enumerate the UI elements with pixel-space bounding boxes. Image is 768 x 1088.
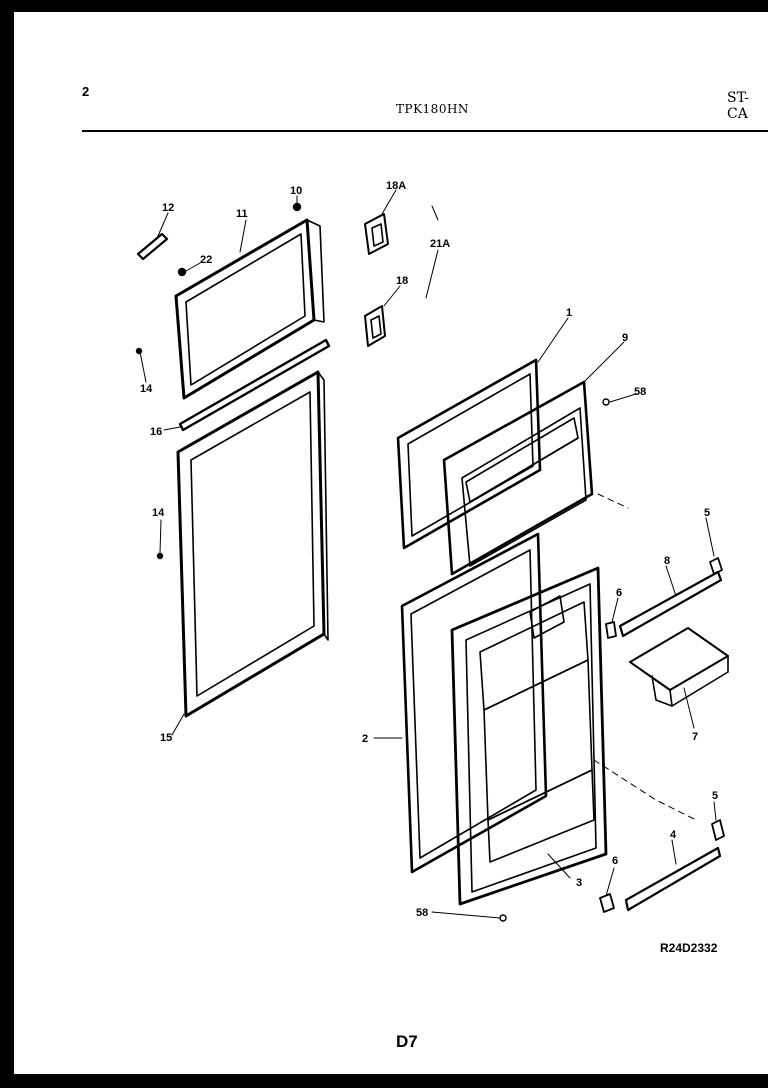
callout-18a: 18A: [386, 180, 406, 192]
callout-3: 3: [576, 877, 582, 889]
callout-5-lower: 5: [712, 790, 718, 802]
callout-11: 11: [236, 208, 248, 220]
diagram-sheet: 2 TPK180HN ST-CA: [14, 12, 768, 1074]
callout-4: 4: [670, 829, 677, 841]
fresh-food-door-panel: [400, 532, 548, 874]
callout-18: 18: [396, 275, 408, 287]
footer-code: D7: [396, 1032, 418, 1051]
shelf-rail-upper: [618, 570, 723, 638]
shelf-clips: [599, 557, 725, 913]
callout-7: 7: [692, 731, 698, 743]
callout-21a: 21A: [430, 238, 450, 250]
separator-strip: [178, 338, 331, 432]
callout-1: 1: [566, 307, 572, 319]
header-rule: [82, 130, 768, 132]
trim-piece: [136, 232, 169, 261]
fresh-food-door-liner: [450, 566, 608, 906]
freezer-door-panel: [396, 358, 542, 550]
page-number: 2: [82, 84, 90, 99]
callout-16: 16: [150, 426, 162, 438]
callout-6-upper: 6: [616, 587, 622, 599]
screw-icons: [135, 202, 610, 922]
callout-15: 15: [160, 732, 172, 744]
callout-labels: 12 11 10 22 14 16 14 15 18A 21A 18 1 9 5…: [140, 180, 718, 919]
dairy-compartment: [629, 627, 729, 707]
callout-9: 9: [622, 332, 628, 344]
fresh-food-door-gasket: [176, 370, 329, 718]
callout-8: 8: [664, 555, 670, 567]
exploded-parts-drawing: 12 11 10 22 14 16 14 15 18A 21A 18 1 9 5…: [135, 180, 729, 922]
shelf-rail-lower: [624, 846, 722, 912]
callout-2: 2: [362, 733, 368, 745]
freezer-door-liner: [442, 380, 594, 576]
callout-14-upper: 14: [140, 383, 153, 395]
callout-5-upper: 5: [704, 507, 710, 519]
callout-leaders: [139, 189, 717, 919]
drawing-reference: R24D2332: [660, 941, 718, 955]
callout-12: 12: [162, 202, 174, 214]
callout-14-lower: 14: [152, 507, 165, 519]
callout-22: 22: [200, 254, 212, 266]
freezer-door-gasket: [174, 218, 325, 400]
model-number: TPK180HN: [396, 102, 469, 116]
callout-10: 10: [290, 185, 302, 197]
callout-58-lower: 58: [416, 907, 428, 919]
section-code: ST-CA: [727, 90, 749, 122]
callout-58-upper: 58: [634, 386, 646, 398]
callout-6-lower: 6: [612, 855, 618, 867]
handle-parts: [364, 213, 389, 347]
